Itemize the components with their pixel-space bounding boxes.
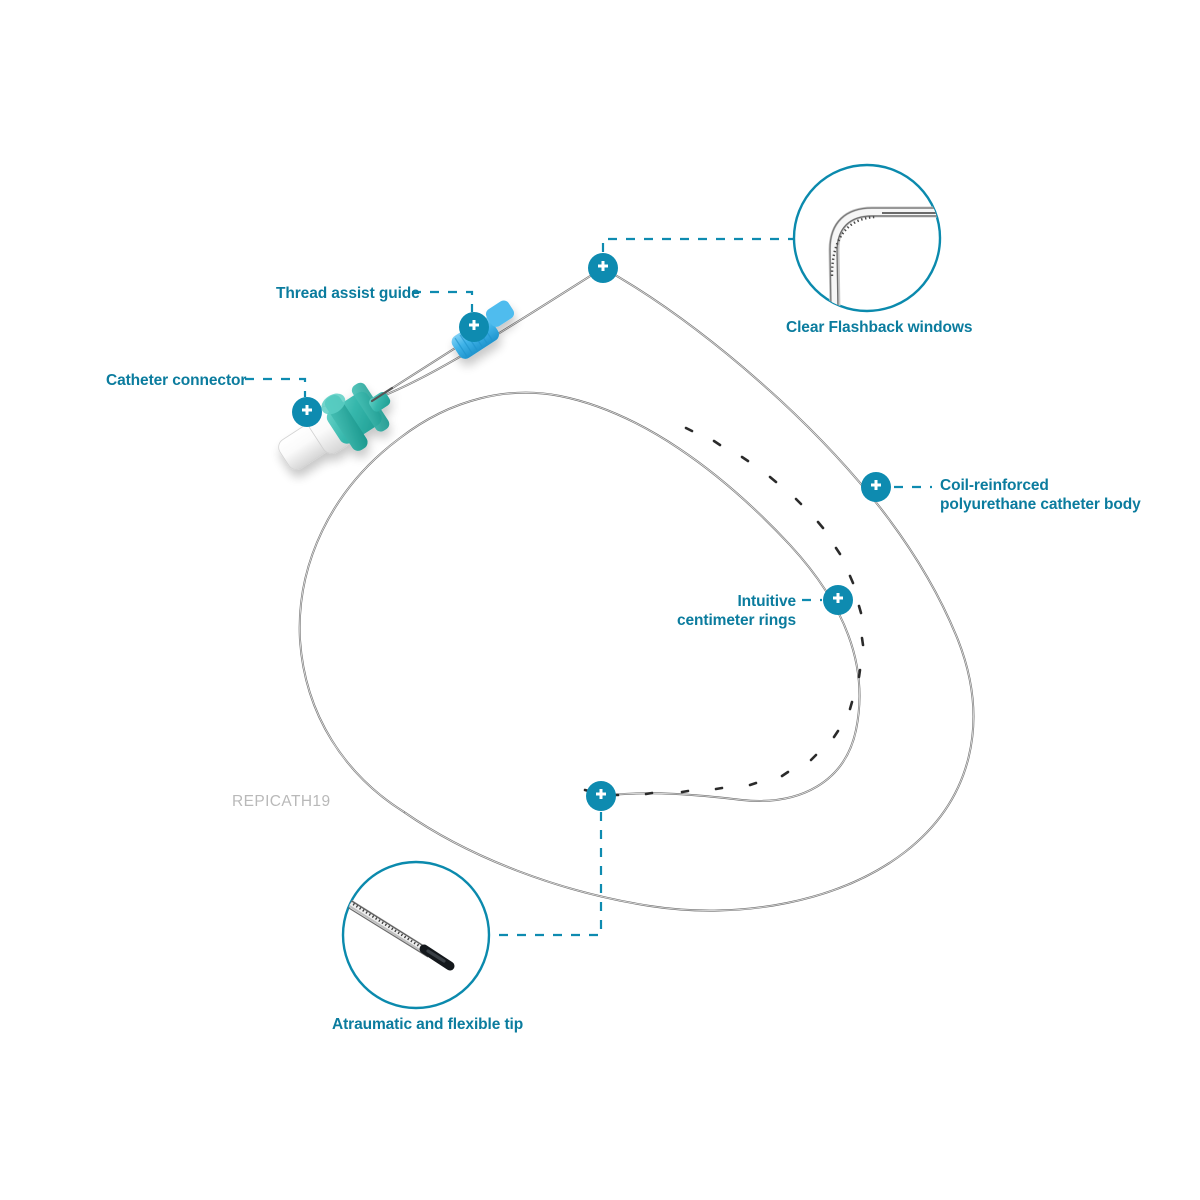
label-thread-assist-guide: Thread assist guide: [276, 285, 420, 302]
plus-icon: [302, 405, 312, 415]
catheter-outer-loop-highlight: [371, 267, 974, 911]
marker-catheter-connector[interactable]: [292, 397, 322, 427]
marker-coil-reinforced[interactable]: [861, 472, 891, 502]
label-coil-reinforced: Coil-reinforced polyurethane catheter bo…: [940, 476, 1141, 514]
plus-icon: [598, 261, 608, 271]
label-clear-flashback-windows: Clear Flashback windows: [786, 319, 973, 336]
catheter-outer-loop: [371, 266, 975, 912]
plus-icon: [833, 593, 843, 603]
label-coil-reinforced-line2: polyurethane catheter body: [940, 496, 1141, 513]
connector-atraumatic-tip: [490, 812, 603, 937]
callout-markers-group: [292, 253, 891, 811]
catheter-inner-loop-highlight: [299, 392, 860, 813]
magnifier-atraumatic-tip: [341, 860, 491, 1010]
plus-icon: [596, 789, 606, 799]
catheter-body-group: [298, 266, 975, 912]
connector-clear-flashback: [601, 237, 794, 252]
callout-connector-lines: [245, 237, 932, 937]
label-coil-reinforced-line1: Coil-reinforced: [940, 477, 1049, 494]
marker-thread-assist-guide[interactable]: [459, 312, 489, 342]
magnifier-clear-flashback: [792, 163, 942, 313]
product-code: REPICATH19: [232, 793, 331, 810]
marker-centimeter-rings[interactable]: [823, 585, 853, 615]
marker-atraumatic-tip[interactable]: [586, 781, 616, 811]
label-atraumatic-flexible-tip: Atraumatic and flexible tip: [332, 1016, 524, 1033]
label-centimeter-rings-line1: Intuitive: [737, 593, 796, 610]
label-centimeter-rings: Intuitive centimeter rings: [676, 592, 796, 630]
label-catheter-connector: Catheter connector: [106, 372, 247, 389]
label-centimeter-rings-line2: centimeter rings: [677, 612, 796, 629]
connector-thread-assist-guide: [412, 290, 474, 312]
catheter-connector-assembly: [278, 382, 394, 470]
plus-icon: [871, 480, 881, 490]
connector-catheter-connector: [245, 377, 307, 397]
plus-icon: [469, 320, 479, 330]
marker-clear-flashback[interactable]: [588, 253, 618, 283]
